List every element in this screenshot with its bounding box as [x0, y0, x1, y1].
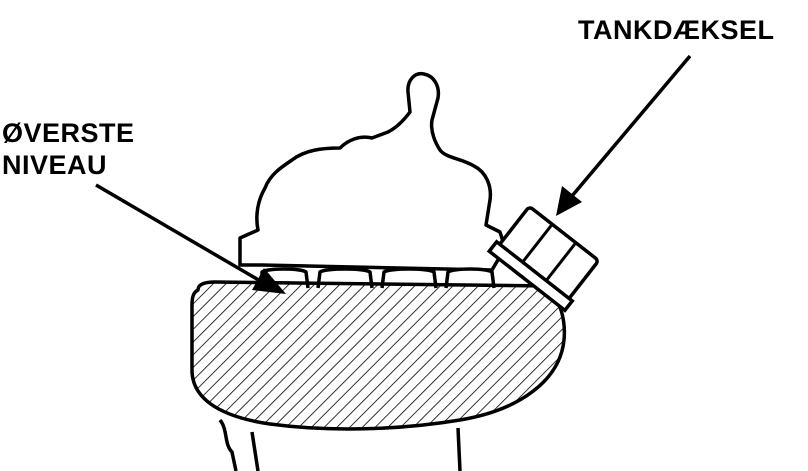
top-level-label: ØVERSTE NIVEAU — [2, 117, 135, 181]
top-level-label-line1: ØVERSTE — [2, 118, 135, 148]
engine-housing — [238, 71, 507, 272]
oil-reservoir-section — [190, 280, 567, 431]
top-level-label-line2: NIVEAU — [2, 150, 108, 180]
tank-cap-icon — [486, 206, 599, 313]
top-level-arrow — [95, 183, 286, 294]
tank-cap-arrow — [556, 54, 692, 216]
engine-base-legs — [218, 418, 462, 471]
tank-cap-label: TANKDÆKSEL — [578, 15, 775, 45]
